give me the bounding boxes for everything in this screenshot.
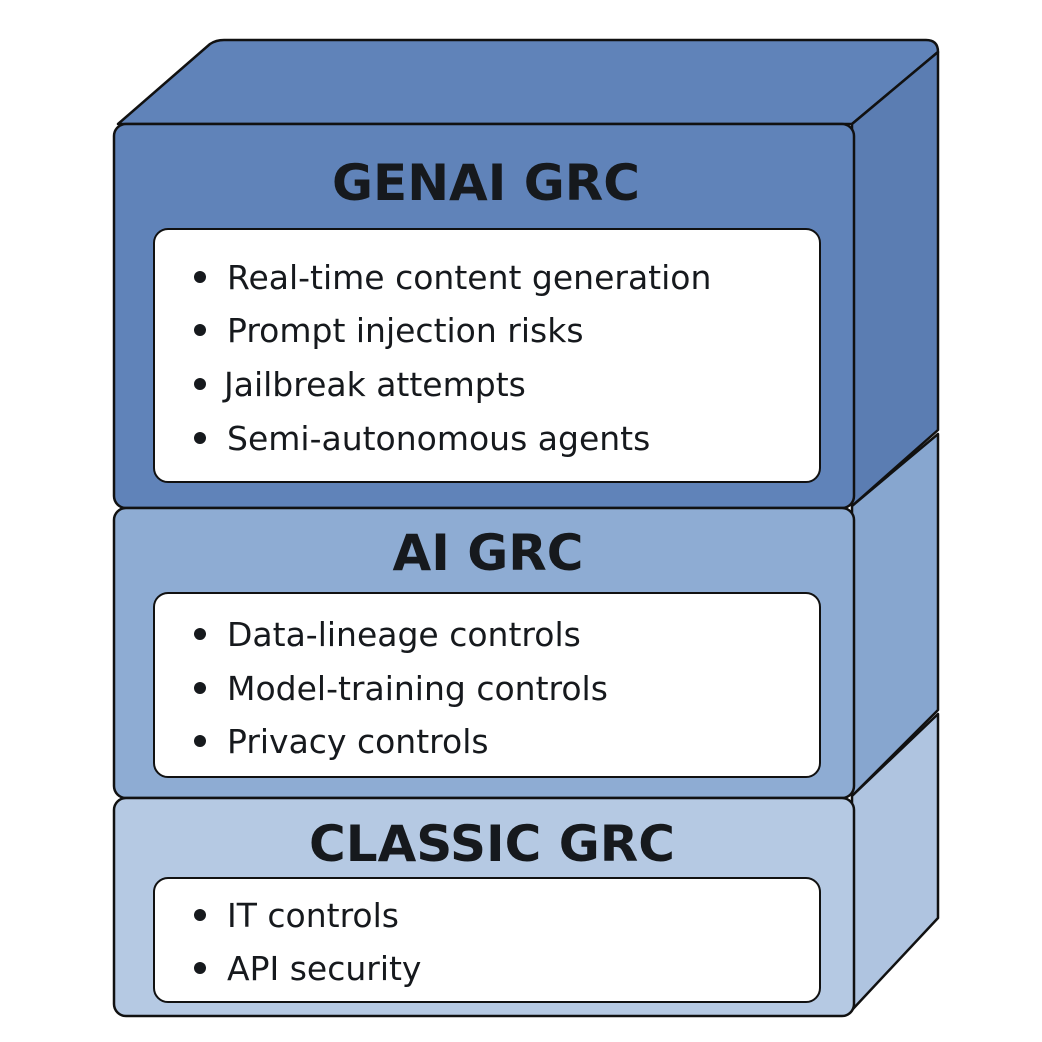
layer-0-title: GENAI GRC	[332, 154, 640, 212]
bullet-icon	[194, 735, 206, 747]
layer-1-items: Data-lineage controls Model-training con…	[194, 615, 608, 761]
bullet-icon	[194, 962, 206, 974]
layer-0-items: Real-time content generation Prompt inje…	[194, 258, 711, 458]
layer-2-title: CLASSIC GRC	[309, 815, 675, 873]
list-item: IT controls	[227, 896, 399, 935]
bullet-icon	[194, 628, 206, 640]
list-item: Prompt injection risks	[227, 311, 584, 350]
bullet-icon	[194, 682, 206, 694]
list-item: Privacy controls	[227, 722, 489, 761]
list-item: Data-lineage controls	[227, 615, 581, 654]
layer-2-items: IT controls API security	[194, 896, 421, 988]
bullet-icon	[194, 909, 206, 921]
stack-top-face	[116, 38, 940, 126]
layer-2-content-box	[153, 877, 821, 1003]
bullet-icon	[194, 378, 206, 390]
bullet-icon	[194, 324, 206, 336]
layer-0-content-box	[153, 228, 821, 483]
layer-0-side-face	[850, 50, 940, 508]
layer-1-content-box	[153, 592, 821, 778]
list-item: Semi-autonomous agents	[227, 419, 650, 458]
bullet-icon	[194, 432, 206, 444]
list-item: API security	[227, 949, 421, 988]
list-item: Model-training controls	[227, 669, 608, 708]
layer-1-title: AI GRC	[393, 524, 584, 582]
list-item: Real-time content generation	[227, 258, 711, 297]
bullet-icon	[194, 271, 206, 283]
list-item: Jailbreak attempts	[222, 365, 526, 404]
